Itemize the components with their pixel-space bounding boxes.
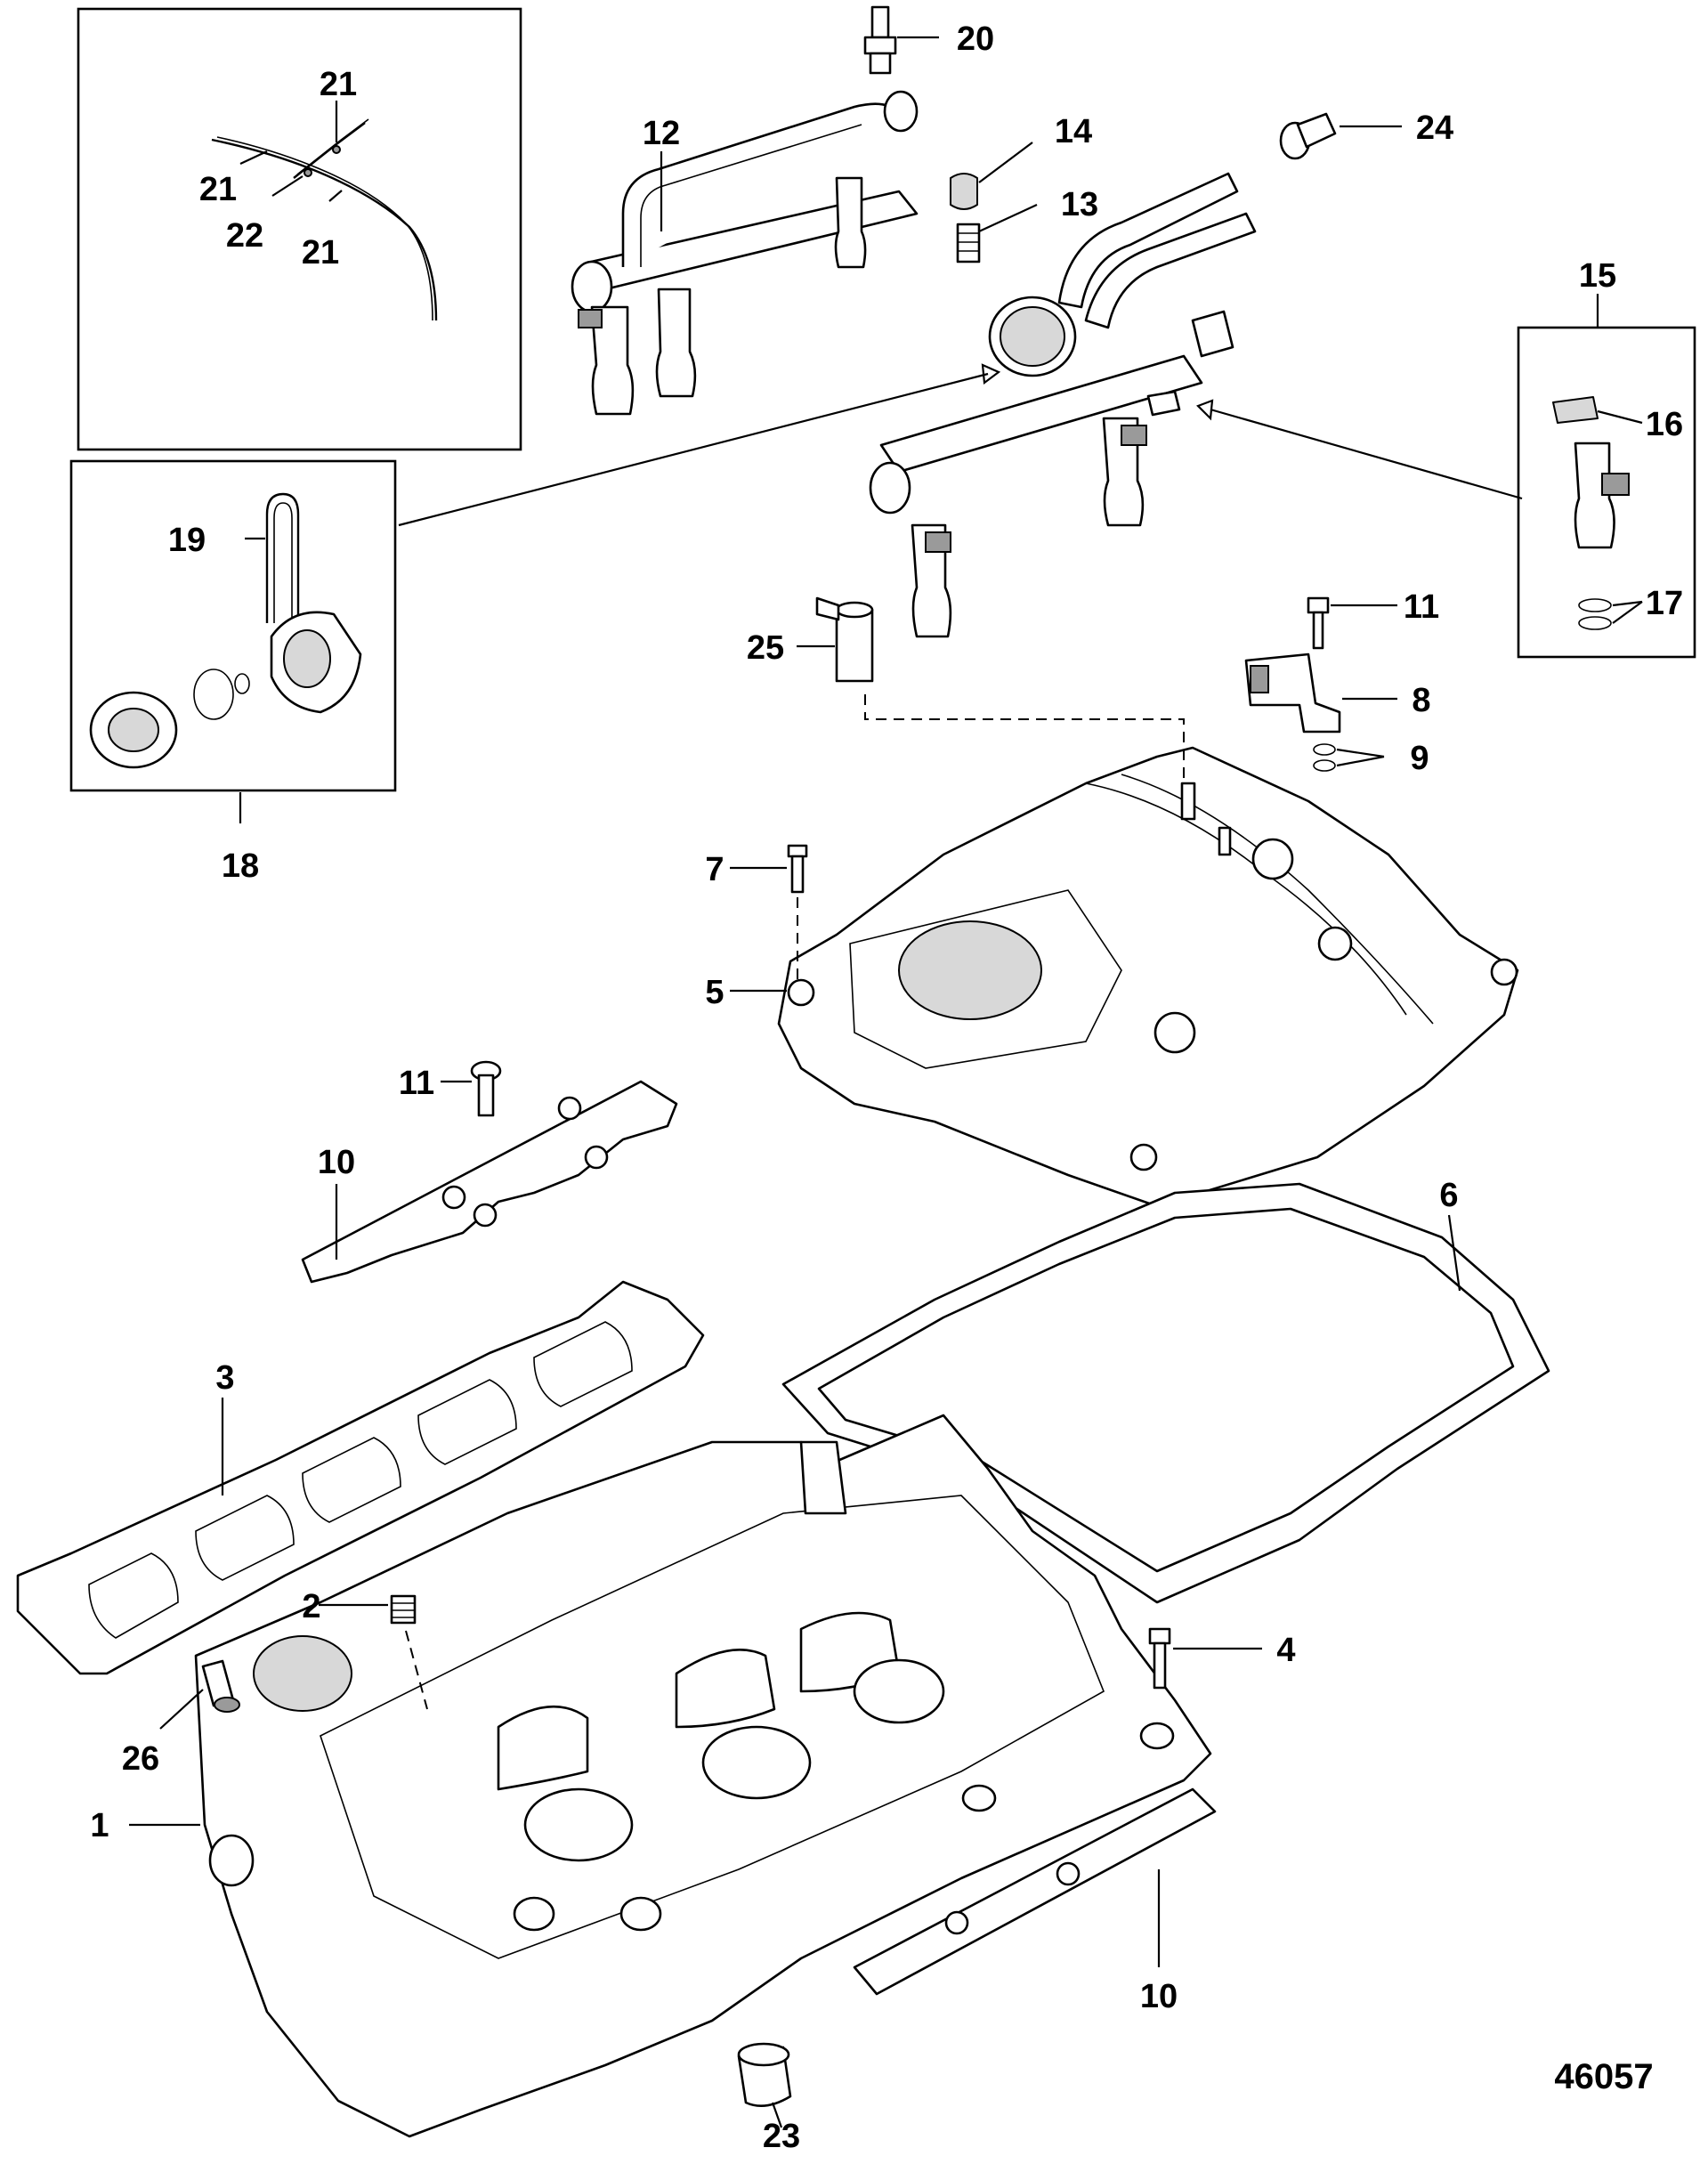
detail-box-harness — [77, 7, 522, 451]
part-14-cap — [950, 173, 978, 210]
callout-21-top: 21 — [320, 66, 357, 103]
callout-13: 13 — [1061, 186, 1098, 223]
part-11-bolt-left — [470, 1060, 502, 1117]
figure-number: 46057 — [1554, 2057, 1653, 2096]
callout-10-bottom: 10 — [1140, 1978, 1178, 2015]
part-13-valve — [956, 223, 981, 263]
part-9-oring — [1313, 743, 1336, 756]
part-6-gasket — [781, 1182, 1550, 1604]
part-25-elbow — [815, 596, 874, 683]
part-9-oring-2 — [1313, 759, 1336, 772]
callout-19: 19 — [168, 522, 206, 559]
callout-16: 16 — [1646, 406, 1683, 443]
detail-box-regulator — [69, 459, 397, 792]
callout-14: 14 — [1055, 113, 1092, 150]
part-10-plate-bottom — [853, 1787, 1217, 1996]
part-11-bolt-top — [1307, 596, 1330, 650]
callout-25: 25 — [747, 629, 784, 667]
callout-6: 6 — [1439, 1177, 1458, 1214]
callout-21-right: 21 — [302, 234, 339, 272]
callout-17: 17 — [1646, 585, 1683, 622]
callout-8: 8 — [1412, 682, 1430, 719]
callout-20: 20 — [957, 20, 994, 58]
fuel-rail-assembly — [571, 90, 1257, 638]
callout-11-top: 11 — [1404, 588, 1439, 626]
callout-22: 22 — [226, 217, 263, 255]
callout-23: 23 — [763, 2118, 800, 2155]
part-4-bolt — [1148, 1627, 1171, 1690]
injector-group — [578, 176, 1147, 638]
part-20-fitting — [863, 5, 897, 75]
part-25-alignment — [864, 694, 1185, 783]
part-23-plug — [737, 2042, 792, 2108]
callout-24: 24 — [1416, 109, 1453, 147]
part-2-plug — [390, 1594, 417, 1625]
callout-1: 1 — [90, 1807, 109, 1844]
callout-7: 7 — [705, 851, 724, 888]
callout-2: 2 — [302, 1588, 320, 1625]
leader-lines — [129, 36, 1643, 2128]
callout-labels: 1 2 3 4 5 6 7 8 9 10 10 11 11 12 13 14 1… — [90, 20, 1683, 2155]
callout-18: 18 — [222, 847, 259, 885]
detail-box-injector — [1517, 326, 1696, 659]
callout-12: 12 — [643, 115, 680, 152]
callout-9: 9 — [1410, 740, 1429, 777]
callout-11-left: 11 — [399, 1065, 434, 1102]
part-10-plate-top — [301, 1080, 678, 1284]
callout-21-left: 21 — [199, 171, 237, 208]
part-8-sensor — [1244, 652, 1341, 733]
part-24-fitting — [1279, 112, 1337, 160]
part-7-bolt — [787, 844, 808, 894]
callout-15: 15 — [1579, 257, 1616, 295]
callout-10-top: 10 — [318, 1144, 355, 1181]
callout-3: 3 — [215, 1359, 234, 1397]
part-2-alignment — [405, 1630, 428, 1710]
part-3-gasket — [16, 1280, 705, 1675]
part-1-lower-intake — [194, 1414, 1212, 2138]
callout-4: 4 — [1276, 1632, 1295, 1669]
part-5-upper-intake — [777, 746, 1519, 1208]
callout-5: 5 — [705, 974, 724, 1011]
part-26-sensor — [201, 1659, 240, 1713]
callout-26: 26 — [122, 1740, 159, 1778]
